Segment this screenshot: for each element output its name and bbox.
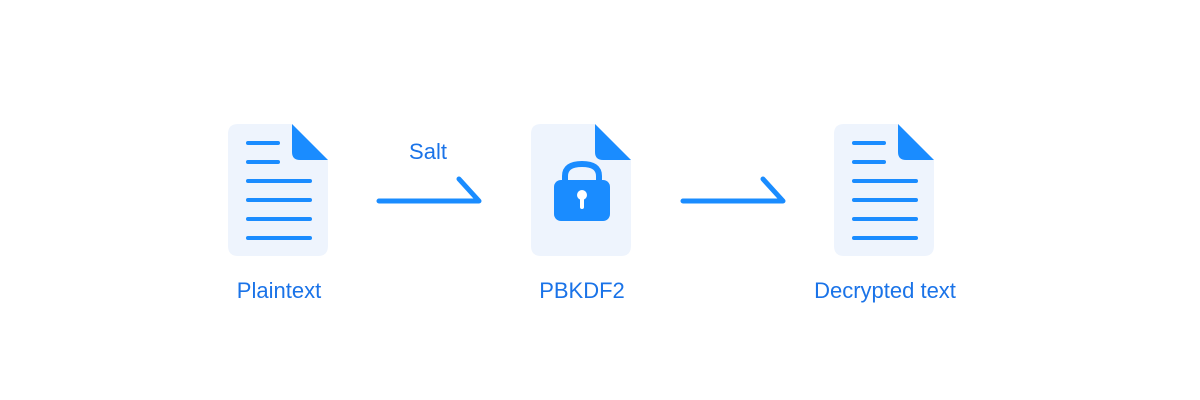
arrow-right-icon xyxy=(374,172,486,208)
edge-label-salt: Salt xyxy=(409,139,447,164)
plaintext-document-icon xyxy=(228,124,330,256)
arrow-right-icon xyxy=(678,172,790,208)
decrypted-document-icon xyxy=(834,124,936,256)
node-label-pbkdf2: PBKDF2 xyxy=(539,278,625,303)
node-label-decrypted-text: Decrypted text xyxy=(814,278,956,303)
padlock-document-icon xyxy=(531,124,633,256)
node-label-plaintext: Plaintext xyxy=(236,278,322,303)
